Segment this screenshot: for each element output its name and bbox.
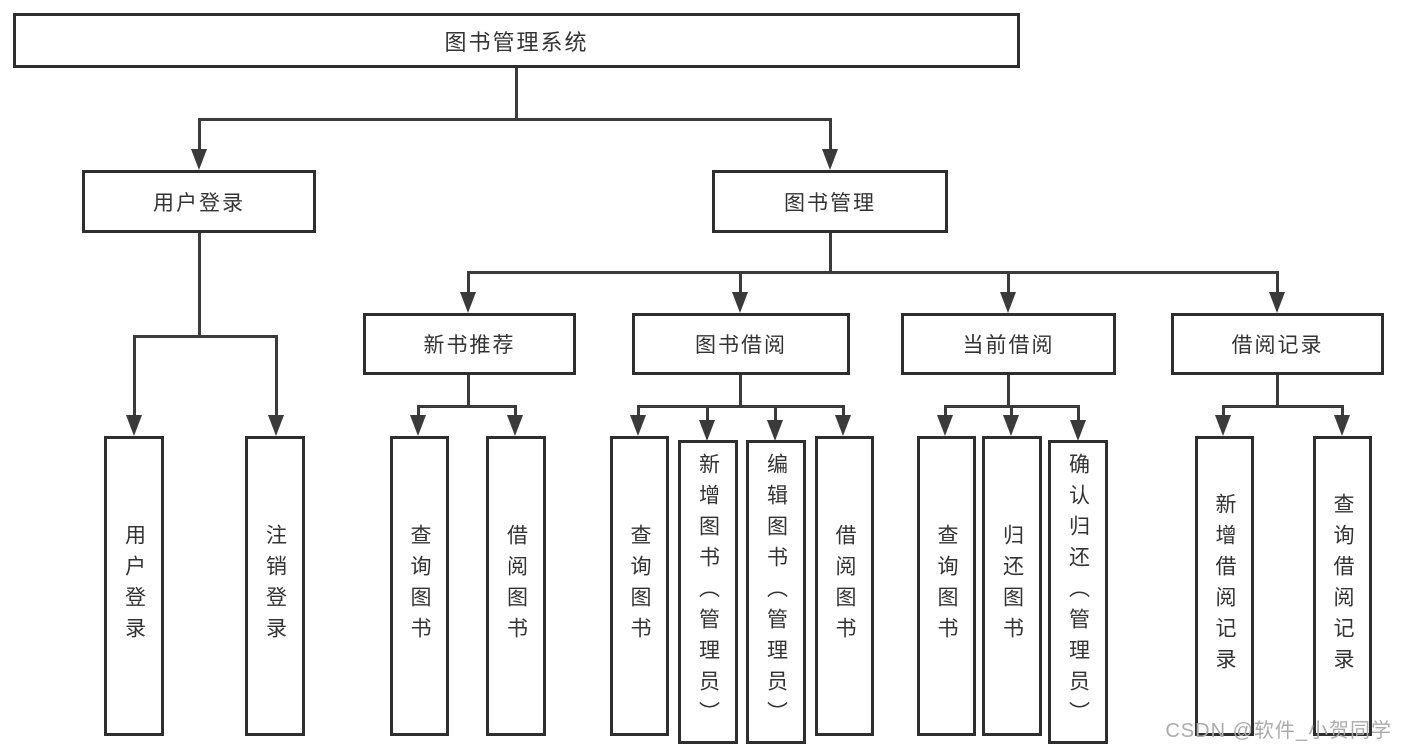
connector-line (739, 271, 742, 294)
leaf-current-query-books-label: 查询图书 (935, 524, 958, 648)
connector-line (1341, 405, 1344, 417)
node-borrow-records: 借阅记录 (1171, 313, 1384, 375)
connector-line (1222, 405, 1343, 408)
csdn-watermark: CSDN @软件_小贺同学 (1165, 720, 1392, 742)
connector-line (1276, 375, 1279, 408)
leaf-borrow-add-books: 新增图书（管理员） (678, 440, 738, 744)
connector-line (944, 405, 947, 417)
connector-line (774, 405, 777, 421)
node-borrow-records-label: 借阅记录 (1231, 334, 1324, 357)
leaf-user-login-label: 用户登录 (122, 524, 146, 648)
connector-line (417, 405, 420, 417)
connector-line (637, 405, 640, 417)
connector-line (198, 118, 201, 152)
leaf-current-confirm-return-label: 确认归还（管理员） (1066, 452, 1090, 732)
connector-line (706, 405, 709, 421)
connector-line (467, 271, 1279, 274)
arrow-down-icon (1215, 415, 1231, 436)
leaf-current-confirm-return: 确认归还（管理员） (1048, 440, 1108, 744)
node-user-login-label: 用户登录 (153, 191, 245, 215)
connector-line (637, 405, 845, 408)
leaf-recommend-query-books-label: 查询图书 (408, 524, 431, 648)
node-book-borrow: 图书借阅 (632, 313, 850, 375)
leaf-borrow-query-books: 查询图书 (610, 436, 669, 736)
node-current-borrow-label: 当前借阅 (962, 334, 1055, 357)
leaf-records-query-record-label: 查询借阅记录 (1331, 493, 1354, 679)
leaf-borrow-borrow-books: 借阅图书 (815, 436, 874, 736)
leaf-current-return-books-label: 归还图书 (1000, 524, 1024, 648)
arrow-down-icon (1070, 420, 1086, 441)
leaf-records-query-record: 查询借阅记录 (1313, 436, 1372, 736)
leaf-borrow-edit-books: 编辑图书（管理员） (746, 440, 806, 744)
node-book-borrow-label: 图书借阅 (695, 334, 787, 357)
arrow-down-icon (1334, 415, 1350, 436)
leaf-recommend-query-books: 查询图书 (390, 436, 449, 736)
connector-line (275, 335, 278, 417)
leaf-current-query-books: 查询图书 (917, 436, 976, 736)
connector-line (1010, 405, 1013, 417)
connector-line (514, 405, 517, 417)
connector-line (198, 118, 831, 121)
arrow-down-icon (732, 292, 748, 313)
arrow-down-icon (191, 149, 207, 170)
leaf-records-add-record-label: 新增借阅记录 (1213, 493, 1236, 679)
connector-line (133, 335, 278, 338)
arrow-down-icon (1000, 292, 1016, 313)
arrow-down-icon (1003, 415, 1019, 436)
node-user-login: 用户登录 (82, 170, 316, 233)
arrow-down-icon (835, 415, 851, 436)
arrow-down-icon (767, 420, 783, 441)
leaf-recommend-borrow-books-label: 借阅图书 (504, 524, 528, 648)
leaf-borrow-add-books-label: 新增图书（管理员） (696, 452, 720, 732)
connector-line (133, 335, 136, 417)
connector-line (515, 68, 518, 121)
leaf-user-login: 用户登录 (104, 436, 164, 736)
node-current-borrow: 当前借阅 (901, 313, 1116, 375)
connector-line (1007, 375, 1010, 408)
arrow-down-icon (460, 292, 476, 313)
node-root: 图书管理系统 (13, 13, 1020, 68)
arrow-down-icon (507, 415, 523, 436)
connector-line (1276, 271, 1279, 294)
leaf-borrow-edit-books-label: 编辑图书（管理员） (764, 452, 788, 732)
node-root-label: 图书管理系统 (444, 29, 589, 55)
arrow-down-icon (937, 415, 953, 436)
node-book-management-label: 图书管理 (784, 191, 876, 215)
leaf-logout-label: 注销登录 (263, 524, 287, 648)
leaf-current-return-books: 归还图书 (982, 436, 1042, 736)
node-new-book-recommend-label: 新书推荐 (423, 334, 516, 357)
connector-line (739, 375, 742, 408)
node-new-book-recommend: 新书推荐 (363, 313, 576, 375)
connector-line (467, 271, 470, 294)
connector-line (829, 118, 832, 152)
connector-line (829, 233, 832, 274)
connector-line (1077, 405, 1080, 421)
arrow-down-icon (630, 415, 646, 436)
leaf-logout: 注销登录 (245, 436, 305, 736)
connector-line (467, 375, 470, 408)
leaf-borrow-borrow-books-label: 借阅图书 (833, 524, 856, 648)
connector-line (1007, 271, 1010, 294)
connector-line (1222, 405, 1225, 417)
arrow-down-icon (1269, 292, 1285, 313)
arrow-down-icon (410, 415, 426, 436)
leaf-records-add-record: 新增借阅记录 (1195, 436, 1254, 736)
arrow-down-icon (822, 149, 838, 170)
leaf-borrow-query-books-label: 查询图书 (628, 524, 651, 648)
arrow-down-icon (268, 415, 284, 436)
arrow-down-icon (699, 420, 715, 441)
leaf-recommend-borrow-books: 借阅图书 (486, 436, 546, 736)
node-book-management: 图书管理 (712, 170, 948, 233)
arrow-down-icon (126, 415, 142, 436)
connector-line (198, 233, 201, 338)
connector-line (842, 405, 845, 417)
connector-line (417, 405, 517, 408)
